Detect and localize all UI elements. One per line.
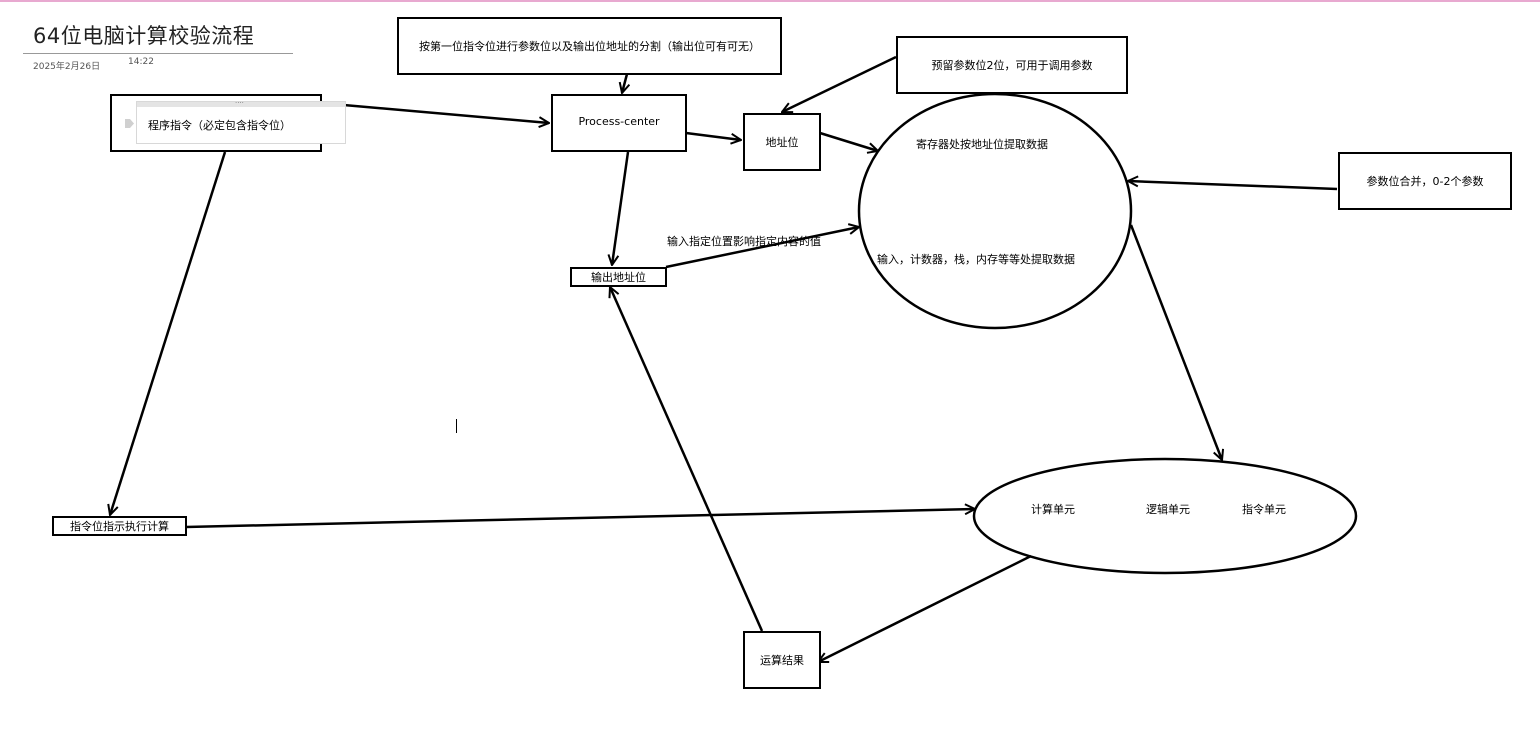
address-bits-box[interactable]: 地址位 [743,113,821,171]
result-label: 运算结果 [760,654,804,667]
arrow-result-to-output-address [610,287,764,632]
reserved-params-box[interactable]: 预留参数位2位，可用于调用参数 [896,36,1128,94]
output-influence-label: 输入指定位置影响指定内容的值 [667,235,821,248]
title-divider [23,53,293,54]
compute-unit-label: 计算单元 [1031,503,1075,516]
arrow-units-to-result [818,554,1032,664]
instruction-unit-label: 指令单元 [1242,503,1286,516]
param-merge-label: 参数位合并，0-2个参数 [1366,175,1484,188]
arrow-output-address-to-register [665,227,859,269]
instr-exec-label: 指令位指示执行计算 [70,520,169,533]
reserved-params-label: 预留参数位2位，可用于调用参数 [931,59,1093,72]
arrow-address-to-register [819,131,878,151]
register-data-ellipse[interactable] [857,92,1133,330]
split-note-label: 按第一位指令位进行参数位以及输出位地址的分割（输出位可有可无） [419,40,760,53]
instr-exec-box[interactable]: 指令位指示执行计算 [52,516,187,536]
page-title: 64位电脑计算校验流程 [33,24,255,48]
container-handle-icon[interactable] [125,119,134,128]
logic-unit-label: 逻辑单元 [1146,503,1190,516]
arrow-merge-to-register [1128,181,1338,191]
arrow-split-note-to-process [622,73,627,93]
address-bits-label: 地址位 [765,136,799,149]
input-fetch-label: 输入，计数器，栈，内存等等处提取数据 [877,253,1075,266]
arrow-register-to-units [1129,224,1222,460]
process-center-box[interactable]: Process-center [551,94,687,152]
arrow-instr-exec-to-units [185,509,975,529]
result-box[interactable]: 运算结果 [743,631,821,689]
program-instruction-container: ···· [136,99,346,144]
split-note-box[interactable]: 按第一位指令位进行参数位以及输出位地址的分割（输出位可有可无） [397,17,782,75]
program-instruction-label: 程序指令（必定包含指令位） [148,119,291,132]
arrow-reserved-to-address [782,55,897,112]
text-cursor [456,419,457,433]
process-center-label: Process-center [578,115,660,128]
register-fetch-label: 寄存器处按地址位提取数据 [916,138,1048,151]
arrow-process-to-output-address [612,151,630,265]
output-address-label: 输出地址位 [591,271,646,284]
output-address-box[interactable]: 输出地址位 [570,267,667,287]
page-date: 2025年2月26日 [33,62,101,72]
page-time: 14:22 [128,57,154,67]
window-top-accent [0,0,1540,2]
arrow-process-to-address [685,131,741,140]
param-merge-box[interactable]: 参数位合并，0-2个参数 [1338,152,1512,210]
arrow-program-to-instr-exec [110,151,227,515]
execution-units-ellipse[interactable] [972,457,1358,575]
arrow-program-to-process [320,101,549,123]
